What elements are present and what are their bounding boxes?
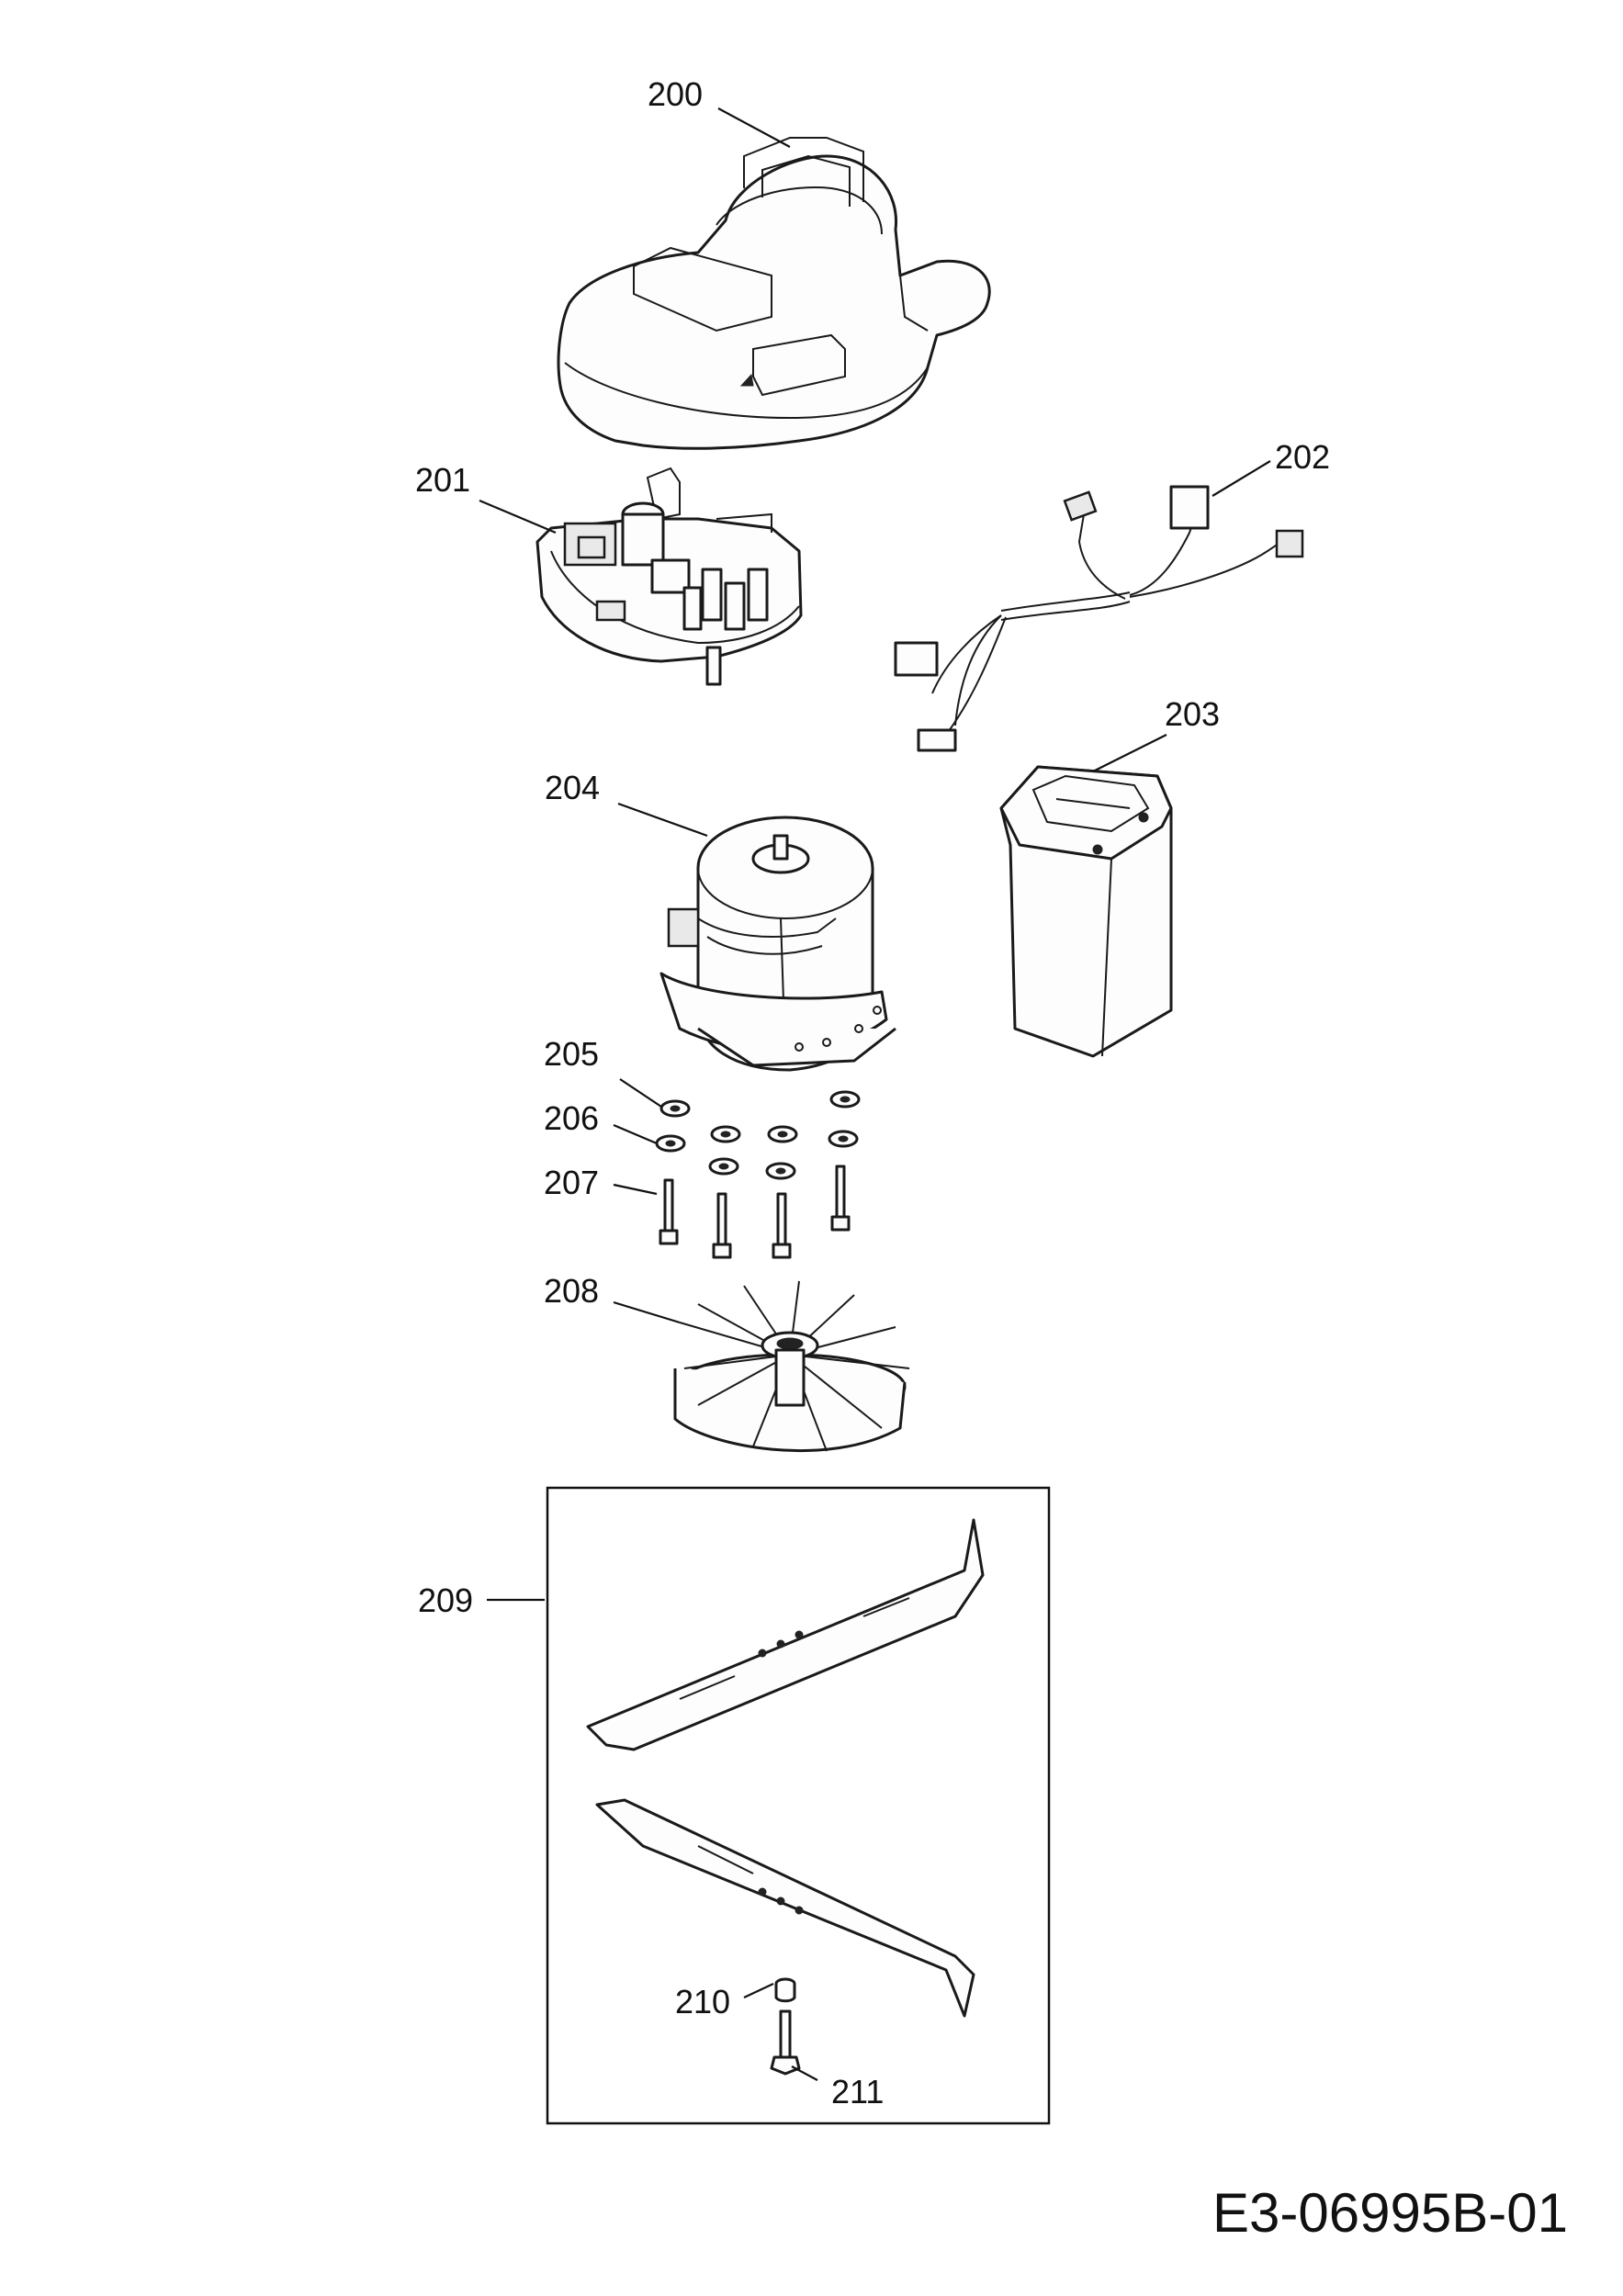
part-207-screws bbox=[659, 1165, 851, 1259]
blade-lower bbox=[595, 1798, 975, 2018]
label-204: 204 bbox=[545, 769, 600, 806]
label-201: 201 bbox=[415, 461, 470, 499]
part-201-circuit-board bbox=[535, 467, 803, 686]
part-209-blade-kit-box bbox=[546, 1486, 1051, 2125]
part-211-blade-bolt bbox=[770, 2009, 801, 2076]
label-211: 211 bbox=[831, 2073, 884, 2110]
part-labels: 200 201 202 203 204 205 206 207 208 209 … bbox=[415, 75, 1568, 2244]
part-206-lock-washers bbox=[655, 1130, 859, 1180]
part-200-housing-cover bbox=[557, 137, 991, 450]
label-208: 208 bbox=[544, 1272, 599, 1310]
blade-upper bbox=[586, 1518, 985, 1751]
label-205: 205 bbox=[544, 1035, 599, 1073]
part-202-wiring-harness bbox=[894, 485, 1304, 752]
label-210: 210 bbox=[675, 1983, 730, 2020]
label-206: 206 bbox=[544, 1099, 599, 1137]
label-209: 209 bbox=[418, 1581, 473, 1619]
part-204-motor bbox=[659, 816, 896, 1072]
part-205-washers bbox=[659, 1090, 861, 1143]
drawing-code: E3-06995B-01 bbox=[1212, 2182, 1568, 2244]
label-207: 207 bbox=[544, 1164, 599, 1201]
label-200: 200 bbox=[648, 75, 703, 113]
part-203-battery bbox=[999, 765, 1173, 1058]
leader-lines bbox=[479, 107, 1271, 2081]
label-202: 202 bbox=[1275, 438, 1330, 476]
label-203: 203 bbox=[1165, 695, 1220, 733]
part-210-spacer bbox=[774, 1977, 796, 2003]
part-208-fan bbox=[673, 1280, 910, 1453]
